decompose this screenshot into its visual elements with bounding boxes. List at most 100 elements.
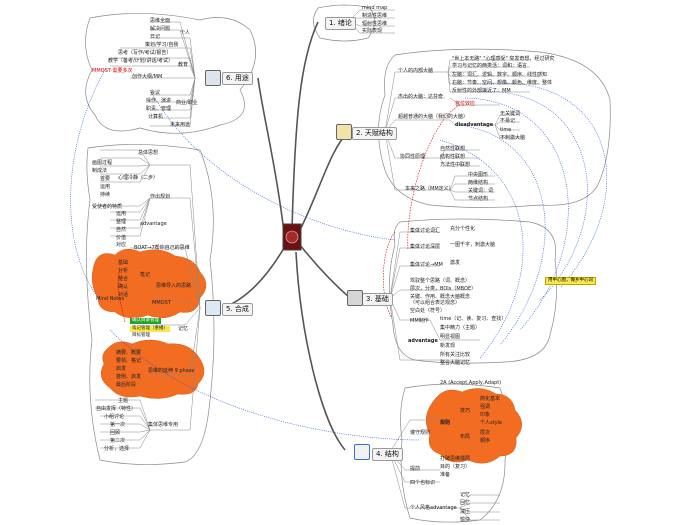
t4-cloud-item: 印象 <box>480 412 491 418</box>
t3-mm-item: 新发现 <box>440 343 456 349</box>
t5-bottom: 第二次 <box>110 438 126 444</box>
blue-link-5 <box>439 139 524 359</box>
t5-plain-box: 目标管理 <box>132 333 150 338</box>
t6-item: 职责、管理 <box>146 106 172 112</box>
t2-red-item: 首位效应 <box>455 101 476 107</box>
t4-item: 遵守规则 <box>410 430 431 436</box>
t6-item: 计算机 <box>148 114 164 120</box>
t2-fact: 左脑：词汇、逻辑、数字、顺序、线性感知 <box>452 72 548 78</box>
t2-mmdef: 节点结构 <box>468 196 489 202</box>
topic-1-intro[interactable]: 1. 绪论 <box>325 17 356 30</box>
topic-4-structure[interactable]: 4. 结构 <box>372 448 403 461</box>
t5-yellow-box: 笔记管理（重播） <box>130 326 170 332</box>
t4-cloud-item: 顺序 <box>480 438 491 444</box>
t1-item: 实际表现 <box>362 28 383 34</box>
calendar-icon <box>354 444 370 460</box>
t6-item: 解决问题 <box>150 26 171 32</box>
red-link-2 <box>407 104 461 251</box>
t4-style: 愉快 <box>460 517 471 523</box>
blue-link-3 <box>464 97 569 331</box>
t4-plan: 准备 <box>440 472 451 478</box>
t3-mm-item: 明显视图 <box>440 334 461 340</box>
topic-5-synthesis[interactable]: 5. 合成 <box>222 303 253 316</box>
t6-item: 操作、演讲 <box>146 98 172 104</box>
branch-t2 <box>299 131 349 231</box>
t5-top: 画图过程 <box>92 160 113 166</box>
t6-item: 会议 <box>150 90 161 96</box>
t1-item: 制造性思维 <box>362 13 388 19</box>
person-icon <box>336 124 352 140</box>
t5-cloud1-label: 思维导入的思路 <box>156 283 192 289</box>
t4-head: 2A (Accept,Apply,Adapt) <box>440 380 502 386</box>
t3-advantage: advantage <box>408 338 438 344</box>
t5-note: 心理冷静（二步） <box>118 175 159 181</box>
topic-6-use[interactable]: 6. 用途 <box>222 72 253 85</box>
t6-item: 个人 <box>180 30 191 36</box>
t3-mm-item: 集中精力（主题） <box>440 325 481 331</box>
t5-adv: advantage <box>140 221 167 227</box>
t1-item: 辐射性思维 <box>362 21 388 27</box>
t5-green-box: 确认目录管理 <box>130 318 161 324</box>
t5-cloud1-item: 对话 <box>118 292 129 298</box>
t3-item: 集体讨论词汇 <box>410 228 441 234</box>
t4-style: 回忆 <box>460 500 471 506</box>
t2-mmdef: 中央图形 <box>468 172 489 178</box>
t6-item: 教学（备考/计划/讲话/考试） <box>108 58 174 64</box>
t5-cloud1-item: 整合 <box>118 276 129 282</box>
topic-3-basics[interactable]: 3. 基础 <box>362 293 393 306</box>
t6-item: 商业/职业 <box>176 100 198 106</box>
t5-bond: BOAT→7帮你自己的思维 <box>134 245 190 251</box>
t5-bottom: 主题 <box>118 398 129 404</box>
t5-bottom-label: 集体思维专用 <box>148 422 179 428</box>
t2-fact: "世上本无路" "心理感受" 突发奇想，经过研究 <box>452 56 555 62</box>
blue-link-4 <box>459 124 546 346</box>
t2-item: 本来之路（MM定义） <box>405 186 454 192</box>
blue-link-8 <box>149 89 396 241</box>
t2-item: 协同性原理 <box>400 154 426 160</box>
t4-plan: 打破思维僵局 <box>440 456 471 462</box>
branch-t4 <box>295 251 346 451</box>
t3-bottom: 整合大脑记忆 <box>440 360 471 366</box>
t5-bottom: 分析，选择 <box>104 446 130 452</box>
t2-disadv-item: 不刺激大脑 <box>500 135 526 141</box>
t5-cloud1-item: 分析 <box>118 268 129 274</box>
t4-item: 个人风格advantage <box>410 505 457 511</box>
t2-assoc: 方法性中联想 <box>440 162 471 168</box>
t3-mm-label: MM制作 <box>410 318 429 324</box>
t5-bottom: 第一次 <box>110 422 126 428</box>
t3-item: 集体讨论→MM <box>410 262 443 268</box>
t5-cloud2-item: 启发 <box>116 366 127 372</box>
topic-2-innate[interactable]: 2. 天赋结构 <box>352 127 397 140</box>
t4-orange-cloud <box>425 388 522 464</box>
t4-cloud-item: 强调 <box>480 404 491 410</box>
t3-yellow-note: 用中心图，做乡中心词 <box>545 277 596 285</box>
t5-mid: 对应 <box>116 242 127 248</box>
t3-keyword: 关键、作用、概念大脑概念 <box>410 294 471 300</box>
t6-item: 日记 <box>150 34 161 40</box>
t2-mmdef: 关键词：词 <box>468 188 494 194</box>
branch-t6 <box>257 77 285 233</box>
globe-icon <box>205 300 221 316</box>
t5-orange-cloud-2 <box>100 339 205 399</box>
t3-mm-item: time（记、读、复习、查找） <box>440 316 507 322</box>
t2-item: 超越普通的大脑（我们的大脑） <box>398 114 469 120</box>
t5-cloud2-item: 要领、格记 <box>116 358 142 364</box>
t3-keyword: 空白处（符号） <box>410 308 446 314</box>
t5-top: 持续 <box>100 192 111 198</box>
t5-cloud1-item: 基础 <box>118 260 129 266</box>
t5-cloud1-label: 笔记 <box>140 272 151 278</box>
t2-disadvantage: disadvantage <box>455 122 494 128</box>
t5-cloud1-item: 确认 <box>118 284 129 290</box>
t3-mm-item: 所有关注比较 <box>440 352 471 358</box>
t4-cloud-item: 个人style <box>480 420 502 426</box>
t6-red-item: MMOST·需要多次 <box>92 68 133 74</box>
t4-cloud-group: 技巧 <box>460 408 471 414</box>
t5-cloud2-item: 最后阶段 <box>116 382 137 388</box>
t5-top: 总体思想 <box>138 150 159 156</box>
t5-cloud1-label: MMOST <box>152 300 171 306</box>
t3-sub: 一图千字，刺激大脑 <box>450 242 496 248</box>
t5-cloud2-item: 首例、启发 <box>116 374 142 380</box>
t3-keyword: 层次，分类，BOIs（MBOE） <box>410 286 477 292</box>
